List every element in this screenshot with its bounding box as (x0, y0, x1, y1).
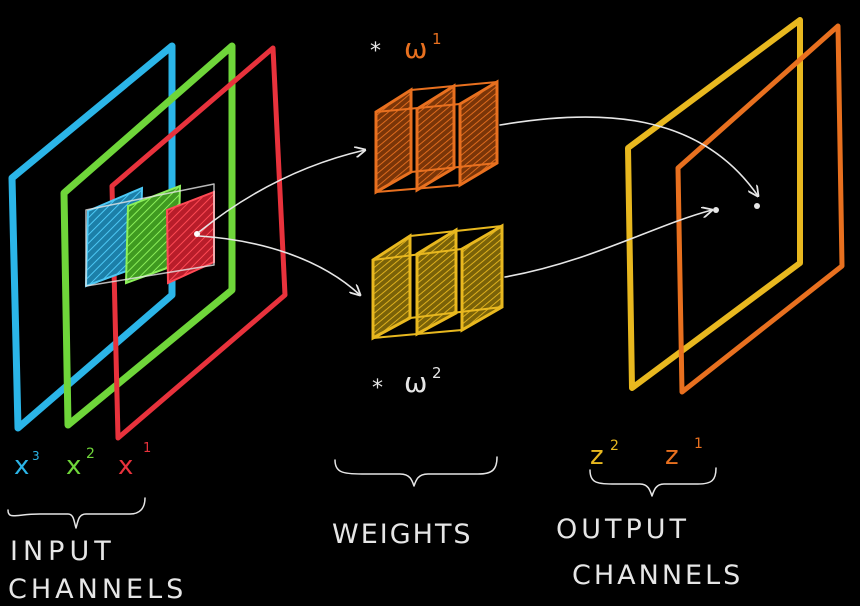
weight-w2-kernel (371, 223, 504, 341)
label-x1: x 1 (118, 441, 151, 481)
svg-text:z: z (665, 441, 679, 471)
input-channel-x3-frame (8, 42, 176, 432)
caption-weights: WEIGHTS (332, 519, 473, 550)
label-x2: x 2 (66, 446, 95, 481)
output-channel-z1-frame (675, 23, 845, 395)
caption-output-channels: OUTPUT CHANNELS (556, 514, 743, 591)
svg-text:INPUT: INPUT (10, 536, 116, 567)
svg-text:2: 2 (432, 364, 442, 382)
label-w2: * ω 2 (372, 364, 442, 401)
svg-text:ω: ω (404, 366, 427, 399)
svg-text:x: x (14, 451, 29, 481)
weight-w1-kernel (374, 79, 499, 195)
svg-text:*: * (370, 39, 381, 64)
label-z1: z 1 (665, 436, 703, 471)
svg-text:1: 1 (694, 436, 703, 452)
input-channel-x2-frame (60, 42, 236, 429)
svg-text:WEIGHTS: WEIGHTS (332, 519, 473, 550)
arrow-w2-to-z2 (504, 210, 712, 278)
label-w1: * ω 1 (370, 30, 442, 65)
arrow-w1-to-z1 (499, 116, 758, 196)
svg-text:*: * (372, 376, 383, 401)
brace-weights (334, 456, 498, 487)
output-point-dots (713, 203, 760, 213)
label-z2: z 2 (590, 438, 619, 471)
arrow-input-to-w2 (198, 235, 360, 295)
arrow-input-to-w1 (198, 150, 365, 233)
svg-text:CHANNELS: CHANNELS (8, 574, 187, 605)
input-channel-x1-frame (109, 45, 288, 441)
svg-text:3: 3 (32, 449, 40, 463)
svg-text:2: 2 (610, 438, 619, 454)
caption-input-channels: INPUT CHANNELS (8, 536, 187, 605)
receptive-field-outline (85, 183, 215, 287)
svg-text:x: x (66, 451, 81, 481)
svg-text:1: 1 (143, 441, 151, 456)
output-channel-z2-frame (625, 17, 803, 391)
brace-output (589, 467, 717, 497)
label-x3: x 3 (14, 449, 40, 481)
svg-text:1: 1 (432, 30, 442, 48)
svg-text:OUTPUT: OUTPUT (556, 514, 690, 545)
svg-text:z: z (590, 441, 604, 471)
svg-text:CHANNELS: CHANNELS (572, 560, 743, 591)
brace-input (7, 497, 146, 529)
svg-text:ω: ω (404, 32, 427, 65)
svg-text:x: x (118, 451, 133, 481)
svg-text:2: 2 (86, 446, 95, 462)
